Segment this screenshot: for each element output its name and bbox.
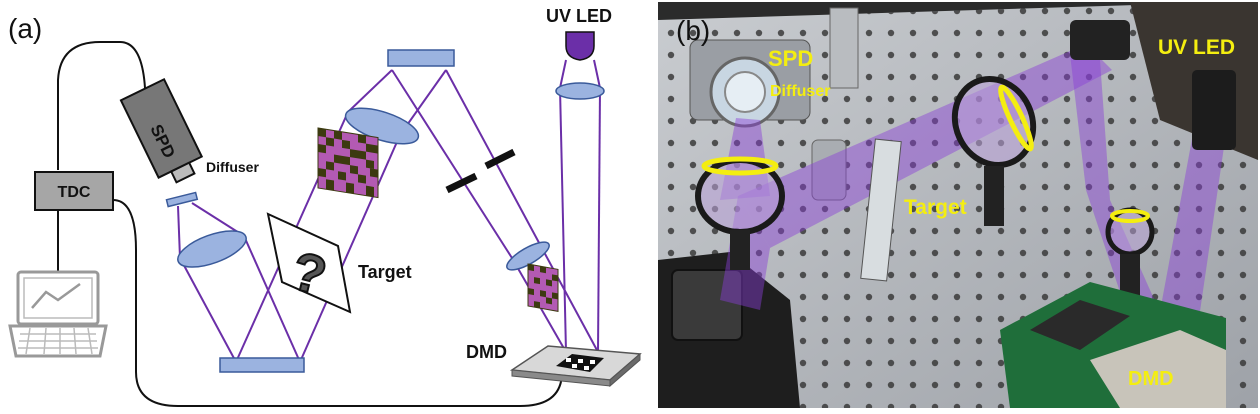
photo-post-1 xyxy=(829,7,859,89)
tdc-box xyxy=(34,171,114,211)
photo-dmd-label: DMD xyxy=(1128,368,1174,390)
photo-lens-dmd xyxy=(1105,207,1155,257)
dmd-device xyxy=(509,345,642,388)
uv-led-label: UV LED xyxy=(546,6,612,26)
illumination-pattern-large xyxy=(317,127,379,199)
target-card xyxy=(266,212,352,314)
diffuser-label: Diffuser xyxy=(206,159,259,175)
mirror-bottom xyxy=(219,357,305,373)
photo-post-2 xyxy=(811,139,847,201)
panel-b-photo: (b) SPD Diffuser UV LED Target DMD xyxy=(658,2,1258,408)
spd-housing-photo xyxy=(689,39,811,128)
photo-uv-led-label: UV LED xyxy=(1158,36,1235,59)
photo-mount-right xyxy=(1070,20,1130,60)
tdc-label: TDC xyxy=(58,184,91,201)
panel-a-schematic: (a) TDC xyxy=(8,6,642,407)
illumination-pattern-small xyxy=(527,263,559,312)
beam-paths xyxy=(177,59,601,363)
photo-lens-post-1 xyxy=(730,230,750,270)
mirror-mount-left xyxy=(671,269,743,341)
photo-diffuser-label: Diffuser xyxy=(770,83,830,100)
spd-detector xyxy=(119,77,204,184)
photo-led-mount xyxy=(1192,70,1236,150)
lens-3 xyxy=(506,241,550,271)
dmd-label: DMD xyxy=(466,342,507,362)
spd-tdc-cable xyxy=(57,41,146,170)
photo-target-label: Target xyxy=(904,196,967,219)
photo-dmd-board xyxy=(1000,282,1226,408)
tdc-dmd-cable xyxy=(112,199,563,407)
photo-lens-center xyxy=(951,76,1037,168)
lens-4 xyxy=(555,82,605,100)
photo-spd-label: SPD xyxy=(768,46,813,71)
uv-led-source xyxy=(565,31,595,61)
panel-a-label: (a) xyxy=(8,13,42,44)
photo-target-slide xyxy=(860,138,902,282)
lens-1 xyxy=(177,230,247,268)
photo-lens-left xyxy=(695,156,785,235)
diffuser-plate xyxy=(165,191,199,208)
photo-panel-label: (b) xyxy=(676,15,710,46)
laptop-icon xyxy=(8,270,108,358)
mirror-top xyxy=(387,49,455,67)
iris-aperture xyxy=(445,148,516,194)
photo-lens-post-2 xyxy=(984,166,1004,226)
target-label: Target xyxy=(358,262,412,282)
